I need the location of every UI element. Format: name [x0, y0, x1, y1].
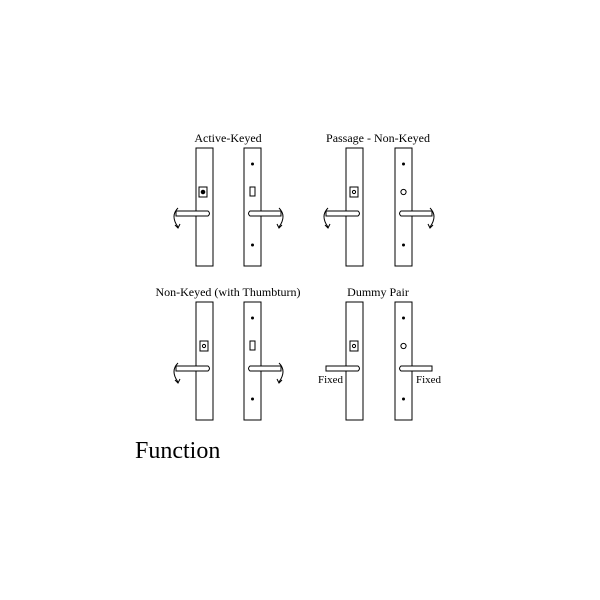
non-keyed-thumbturn-group — [174, 302, 283, 420]
fixed-lever-icon — [400, 366, 433, 371]
active-keyed-label: Active-Keyed — [194, 131, 262, 145]
knob-rose-icon — [401, 189, 406, 194]
blank-cylinder-icon — [350, 341, 358, 351]
rotation-arrow-icon — [324, 208, 328, 227]
thumbturn-icon — [250, 341, 255, 350]
active-keyed-left-plate — [196, 148, 213, 266]
screw-icon — [403, 317, 405, 319]
lever-handle-icon — [176, 366, 210, 371]
rotation-arrow-icon — [430, 208, 434, 227]
non-keyed-thumbturn-label: Non-Keyed (with Thumbturn) — [155, 285, 301, 299]
rotation-arrow-icon — [279, 208, 283, 227]
screw-icon — [252, 398, 254, 400]
lever-handle-icon — [176, 211, 210, 216]
blank-cylinder-icon — [200, 341, 208, 351]
fixed-label-left: Fixed — [318, 374, 344, 386]
active-keyed-group — [174, 148, 283, 266]
lever-handle-icon — [249, 211, 282, 216]
screw-icon — [403, 398, 405, 400]
active-keyed-right-plate — [244, 148, 261, 266]
thumbturn-left-plate — [196, 302, 213, 420]
lever-handle-icon — [400, 211, 433, 216]
knob-rose-icon — [401, 343, 406, 348]
thumbturn-right-plate — [244, 302, 261, 420]
dummy-pair-label: Dummy Pair — [347, 285, 409, 299]
blank-cylinder-icon — [350, 187, 358, 197]
rotation-arrow-icon — [174, 363, 178, 382]
dummy-pair-group — [326, 302, 432, 420]
screw-icon — [252, 317, 254, 319]
fixed-lever-icon — [326, 366, 360, 371]
keyhole-icon — [201, 190, 205, 194]
screw-icon — [403, 163, 405, 165]
screw-icon — [252, 244, 254, 246]
passage-right-plate — [395, 148, 412, 266]
fixed-label-right: Fixed — [416, 374, 442, 386]
passage-left-plate — [346, 148, 363, 266]
thumbturn-icon — [250, 187, 255, 196]
rotation-arrow-icon — [279, 363, 283, 382]
function-heading: Function — [135, 438, 221, 464]
dummy-right-plate — [395, 302, 412, 420]
passage-non-keyed-label: Passage - Non-Keyed — [326, 131, 430, 145]
keyed-cylinder-icon — [199, 187, 207, 197]
rotation-arrow-icon — [174, 208, 178, 227]
screw-icon — [403, 244, 405, 246]
passage-non-keyed-group — [324, 148, 434, 266]
lever-handle-icon — [326, 211, 360, 216]
screw-icon — [252, 163, 254, 165]
dummy-left-plate — [346, 302, 363, 420]
lever-handle-icon — [249, 366, 282, 371]
